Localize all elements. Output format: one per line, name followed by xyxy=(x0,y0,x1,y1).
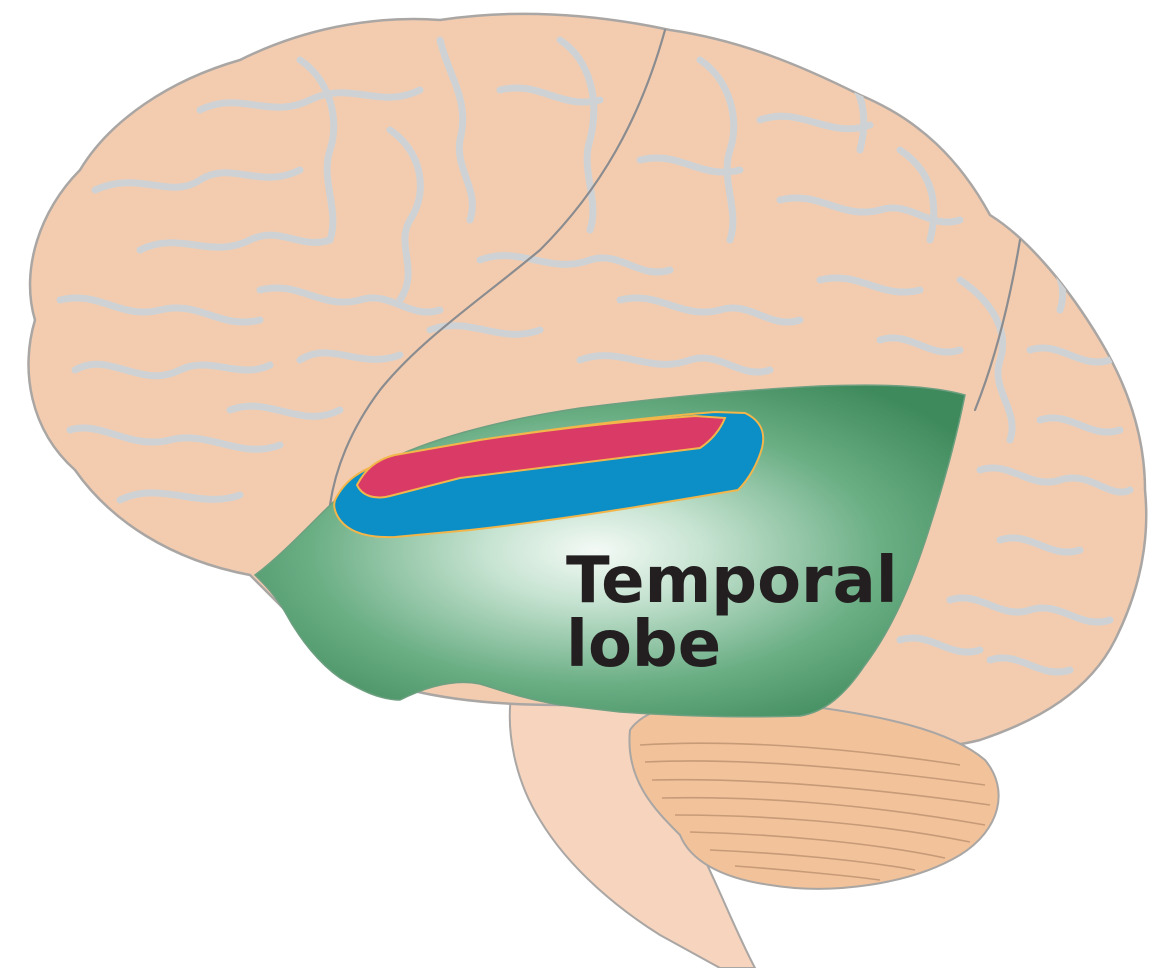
temporal-lobe-label-line1: Temporal xyxy=(566,544,898,618)
temporal-lobe-label-line2: lobe xyxy=(566,608,721,682)
